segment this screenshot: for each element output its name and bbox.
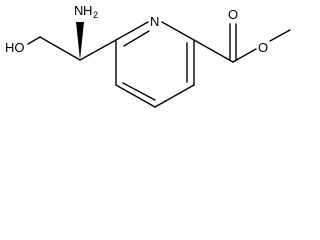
atom-label-layer: N H 2 HO N O O — [5, 3, 268, 55]
amine-label-h: H — [83, 3, 92, 18]
ring-bond-c5-c4 — [115, 84, 156, 108]
chemical-structure: N H 2 HO N O O — [5, 3, 291, 108]
bond-ring-carbonyl — [193, 39, 234, 63]
amine-label-n: N — [74, 3, 83, 18]
bond-ester-o-methyl — [269, 29, 291, 42]
ring-double-c5-c4 — [122, 82, 156, 101]
ring-bond-c4-c3 — [154, 84, 195, 108]
stereo-wedge-bond — [76, 22, 84, 60]
carbonyl-oxygen-label: O — [228, 7, 238, 22]
bond-carbonyl-ester-o — [232, 48, 257, 63]
bond-layer — [27, 21, 291, 108]
ring-nitrogen-label: N — [150, 14, 159, 29]
ring-double-c6-n1 — [123, 30, 150, 47]
bond-chiral-ring — [79, 39, 117, 61]
ring-bond-n1-c6 — [115, 21, 149, 41]
ring-bond-c2-n1 — [161, 21, 195, 41]
bond-ch2-chiral — [39, 36, 81, 61]
bond-oh-ch2 — [27, 36, 41, 45]
hydroxyl-label: HO — [5, 40, 25, 55]
ester-oxygen-label: O — [258, 40, 268, 55]
amine-label-subscript: 2 — [93, 10, 98, 20]
